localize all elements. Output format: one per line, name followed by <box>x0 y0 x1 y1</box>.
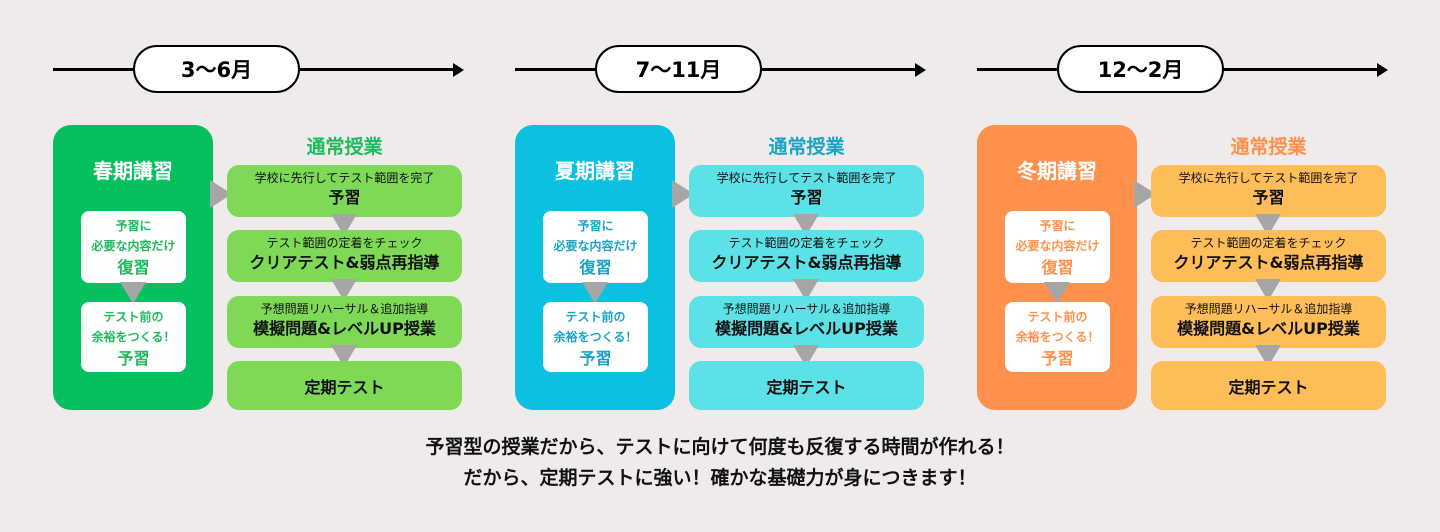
review-box-main: 復習 <box>579 258 612 277</box>
review-box-line: 必要な内容だけ <box>91 239 176 253</box>
step-subtitle: 予想問題リハーサル＆追加指導 <box>260 302 429 316</box>
seasonal-course-panel: 夏期講習 予習に 必要な内容だけ 復習 テスト前の 余裕をつくる！ 予習 <box>515 125 675 410</box>
review-box-line: 予習に <box>577 219 614 233</box>
term-section: 7〜11月 夏期講習 予習に 必要な内容だけ 復習 テスト前の 余裕をつくる！ … <box>462 0 926 420</box>
regular-class-title: 通常授業 <box>1230 136 1307 158</box>
step-title: 模擬問題&レベルUP授業 <box>253 319 436 338</box>
seasonal-course-title: 夏期講習 <box>555 159 635 183</box>
preview-box-line: テスト前の <box>103 310 164 324</box>
preview-box-line: テスト前の <box>565 310 626 324</box>
right-arrow-icon <box>672 180 694 208</box>
footer-line-2: だから、定期テストに強い！確かな基礎力が身につきます！ <box>463 467 977 489</box>
step-subtitle: 学校に先行してテスト範囲を完了 <box>716 171 897 185</box>
seasonal-course-panel: 冬期講習 予習に 必要な内容だけ 復習 テスト前の 余裕をつくる！ 予習 <box>977 125 1137 410</box>
preview-box-main: 予習 <box>1041 349 1074 368</box>
preview-box: テスト前の 余裕をつくる！ 予習 <box>543 302 648 372</box>
step-title: 予習 <box>1252 188 1285 207</box>
period-label: 12〜2月 <box>1057 45 1224 93</box>
step-title: クリアテスト&弱点再指導 <box>249 253 440 272</box>
down-arrow-icon <box>1044 282 1070 304</box>
review-box: 予習に 必要な内容だけ 復習 <box>543 211 648 283</box>
step-subtitle: 予想問題リハーサル＆追加指導 <box>1184 302 1353 316</box>
preview-box-line: 余裕をつくる！ <box>553 330 638 344</box>
step-box: 学校に先行してテスト範囲を完了 予習 <box>227 165 462 217</box>
regular-class-title: 通常授業 <box>306 136 383 158</box>
review-box-line: 予習に <box>1039 219 1076 233</box>
seasonal-course-title: 冬期講習 <box>1017 159 1097 183</box>
period-label: 3〜6月 <box>133 45 300 93</box>
step-subtitle: 学校に先行してテスト範囲を完了 <box>254 171 435 185</box>
step-title: 予習 <box>790 188 823 207</box>
right-arrow-icon <box>1134 180 1156 208</box>
down-arrow-icon <box>793 279 819 301</box>
step-title: クリアテスト&弱点再指導 <box>1173 253 1364 272</box>
preview-box-line: 余裕をつくる！ <box>91 330 176 344</box>
regular-test-box: 定期テスト <box>227 361 462 410</box>
down-arrow-icon <box>582 282 608 304</box>
step-box: 予想問題リハーサル＆追加指導 模擬問題&レベルUP授業 <box>1151 296 1386 348</box>
step-box: 予想問題リハーサル＆追加指導 模擬問題&レベルUP授業 <box>227 296 462 348</box>
preview-box-line: テスト前の <box>1027 310 1088 324</box>
step-title: クリアテスト&弱点再指導 <box>711 253 902 272</box>
period-label: 7〜11月 <box>595 45 762 93</box>
down-arrow-icon <box>331 279 357 301</box>
review-box-line: 必要な内容だけ <box>553 239 638 253</box>
seasonal-course-panel: 春期講習 予習に 必要な内容だけ 復習 テスト前の 余裕をつくる！ 予習 <box>53 125 213 410</box>
preview-box-main: 予習 <box>579 349 612 368</box>
down-arrow-icon <box>120 282 146 304</box>
step-title: 予習 <box>328 188 361 207</box>
timeline-arrow-icon <box>1377 63 1388 77</box>
review-box: 予習に 必要な内容だけ 復習 <box>1005 211 1110 283</box>
step-box: 予想問題リハーサル＆追加指導 模擬問題&レベルUP授業 <box>689 296 924 348</box>
step-box: テスト範囲の定着をチェック クリアテスト&弱点再指導 <box>689 230 924 282</box>
footer-line-1: 予習型の授業だから、テストに向けて何度も反復する時間が作れる！ <box>425 436 1015 458</box>
timeline-arrow-icon <box>915 63 926 77</box>
step-subtitle: テスト範囲の定着をチェック <box>728 236 885 250</box>
timeline-arrow-icon <box>453 63 464 77</box>
right-arrow-icon <box>210 180 232 208</box>
step-title: 模擬問題&レベルUP授業 <box>1177 319 1360 338</box>
step-box: 学校に先行してテスト範囲を完了 予習 <box>689 165 924 217</box>
preview-box: テスト前の 余裕をつくる！ 予習 <box>81 302 186 372</box>
step-box: 学校に先行してテスト範囲を完了 予習 <box>1151 165 1386 217</box>
step-subtitle: 予想問題リハーサル＆追加指導 <box>722 302 891 316</box>
step-subtitle: テスト範囲の定着をチェック <box>266 236 423 250</box>
step-box: テスト範囲の定着をチェック クリアテスト&弱点再指導 <box>1151 230 1386 282</box>
regular-test-box: 定期テスト <box>689 361 924 410</box>
review-box-main: 復習 <box>1041 258 1074 277</box>
down-arrow-icon <box>1255 279 1281 301</box>
review-box-line: 必要な内容だけ <box>1015 239 1100 253</box>
review-box-main: 復習 <box>117 258 150 277</box>
term-section: 12〜2月 冬期講習 予習に 必要な内容だけ 復習 テスト前の 余裕をつくる！ … <box>924 0 1388 420</box>
regular-class-title: 通常授業 <box>768 136 845 158</box>
review-box-line: 予習に <box>115 219 152 233</box>
seasonal-course-title: 春期講習 <box>93 159 173 183</box>
regular-test-box: 定期テスト <box>1151 361 1386 410</box>
preview-box-line: 余裕をつくる！ <box>1015 330 1100 344</box>
step-subtitle: 学校に先行してテスト範囲を完了 <box>1178 171 1359 185</box>
review-box: 予習に 必要な内容だけ 復習 <box>81 211 186 283</box>
preview-box-main: 予習 <box>117 349 150 368</box>
term-section: 3〜6月 春期講習 予習に 必要な内容だけ 復習 テスト前の 余裕をつくる！ 予… <box>0 0 464 420</box>
preview-box: テスト前の 余裕をつくる！ 予習 <box>1005 302 1110 372</box>
step-title: 模擬問題&レベルUP授業 <box>715 319 898 338</box>
step-box: テスト範囲の定着をチェック クリアテスト&弱点再指導 <box>227 230 462 282</box>
step-subtitle: テスト範囲の定着をチェック <box>1190 236 1347 250</box>
